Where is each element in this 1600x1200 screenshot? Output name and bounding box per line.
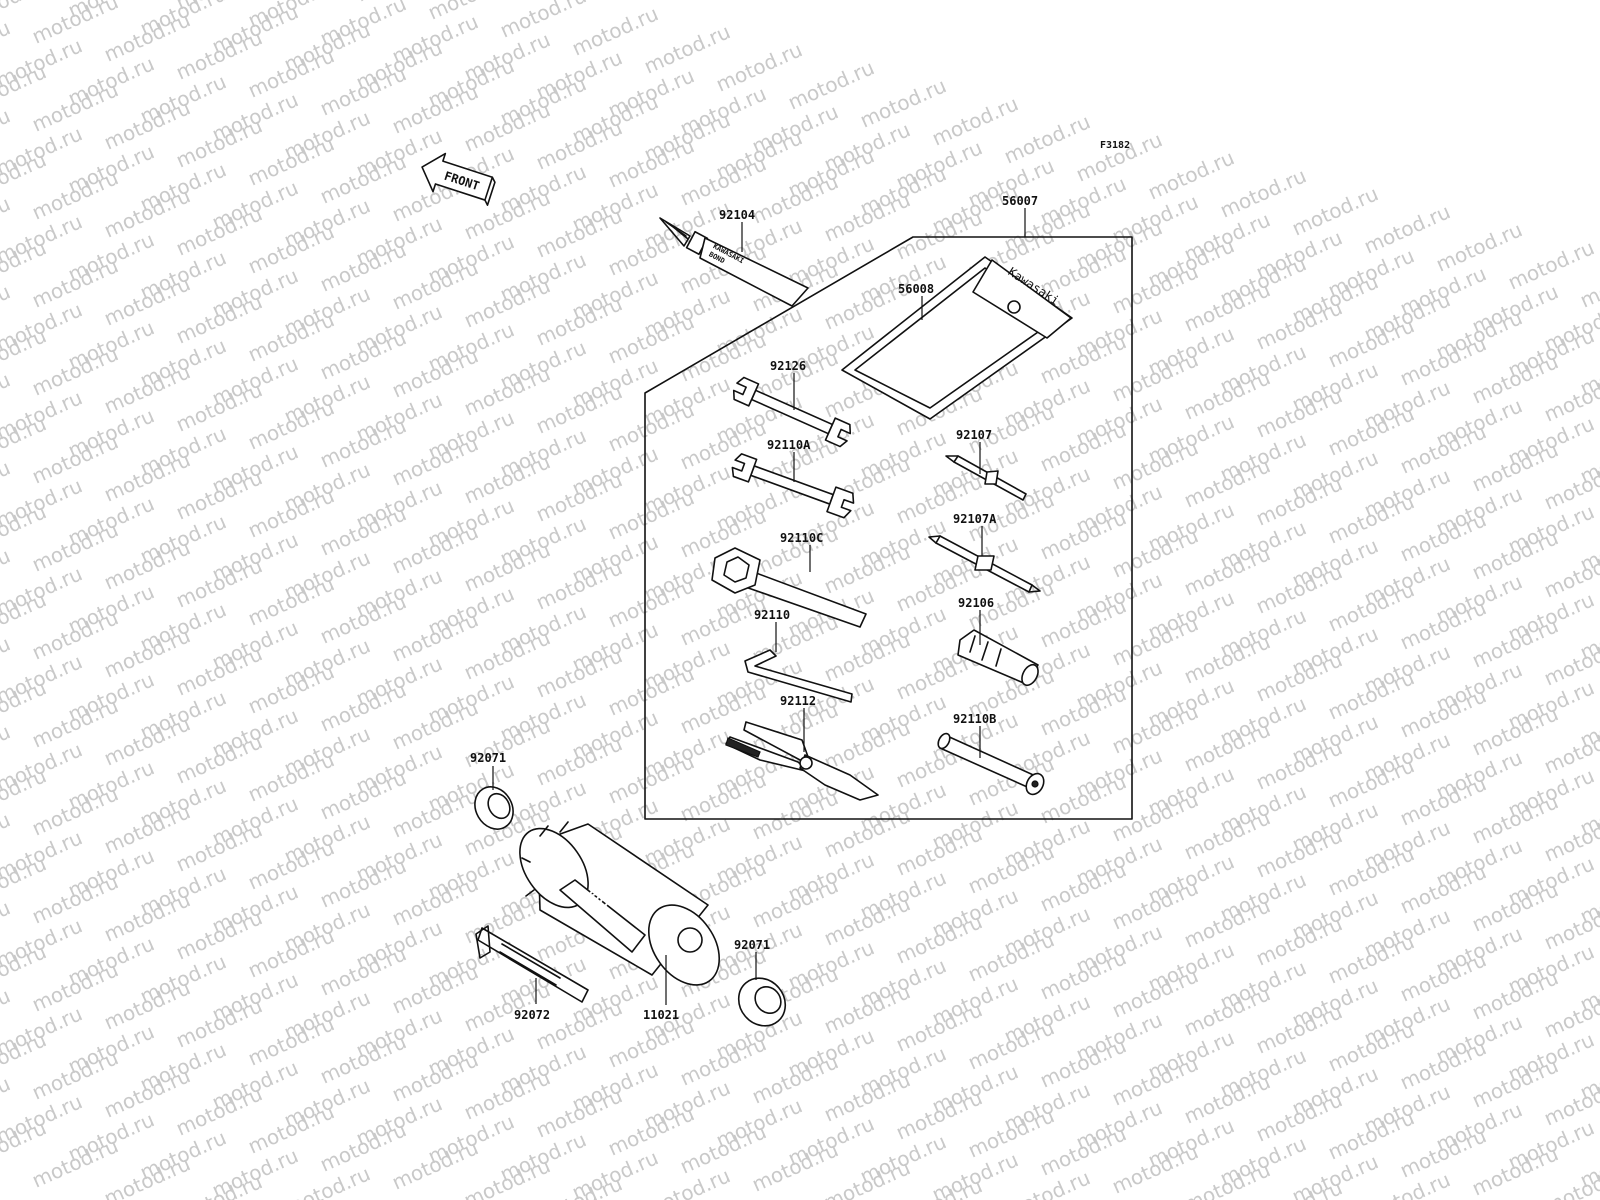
part-labels: 56007 92104 56008 92126 92110A 92107 921… bbox=[470, 194, 1038, 1022]
part-number-11021: 11021 bbox=[643, 1008, 679, 1022]
strap-icon bbox=[475, 925, 589, 1003]
part-number-92110B: 92110B bbox=[953, 712, 996, 726]
part-number-92071-right: 92071 bbox=[734, 938, 770, 952]
part-number-92112: 92112 bbox=[780, 694, 816, 708]
part-number-92106: 92106 bbox=[958, 596, 994, 610]
part-number-92110: 92110 bbox=[754, 608, 790, 622]
tool-kit-outline bbox=[644, 236, 1133, 820]
screwdriver-bit-icon bbox=[928, 535, 1041, 593]
part-number-92110A: 92110A bbox=[767, 438, 811, 452]
part-number-92072: 92072 bbox=[514, 1008, 550, 1022]
leader-lines bbox=[492, 208, 1026, 1005]
tommy-bar-icon bbox=[937, 732, 1045, 796]
screwdriver-bit-icon bbox=[945, 455, 1027, 501]
grommet-icon bbox=[737, 977, 787, 1027]
plug-socket-icon bbox=[957, 629, 1039, 687]
part-number-92071-left: 92071 bbox=[470, 751, 506, 765]
part-number-92107: 92107 bbox=[956, 428, 992, 442]
bond-tube-icon: KAWASAKI BOND bbox=[659, 217, 809, 307]
part-number-56007: 56007 bbox=[1002, 194, 1038, 208]
part-number-92104: 92104 bbox=[719, 208, 755, 222]
part-number-56008: 56008 bbox=[898, 282, 934, 296]
part-number-92110C: 92110C bbox=[780, 531, 823, 545]
front-arrow-icon: FRONT bbox=[421, 152, 496, 206]
open-wrench-icon bbox=[732, 376, 852, 448]
figure-code: F3182 bbox=[1100, 140, 1130, 151]
box-wrench-icon bbox=[711, 547, 867, 628]
grommet-icon bbox=[474, 786, 514, 830]
hex-key-icon bbox=[744, 649, 853, 703]
tool-pouch-icon: Kawasaki bbox=[841, 256, 1073, 420]
part-number-92126: 92126 bbox=[770, 359, 806, 373]
part-number-92107A: 92107A bbox=[953, 512, 997, 526]
pliers-icon bbox=[725, 721, 879, 801]
